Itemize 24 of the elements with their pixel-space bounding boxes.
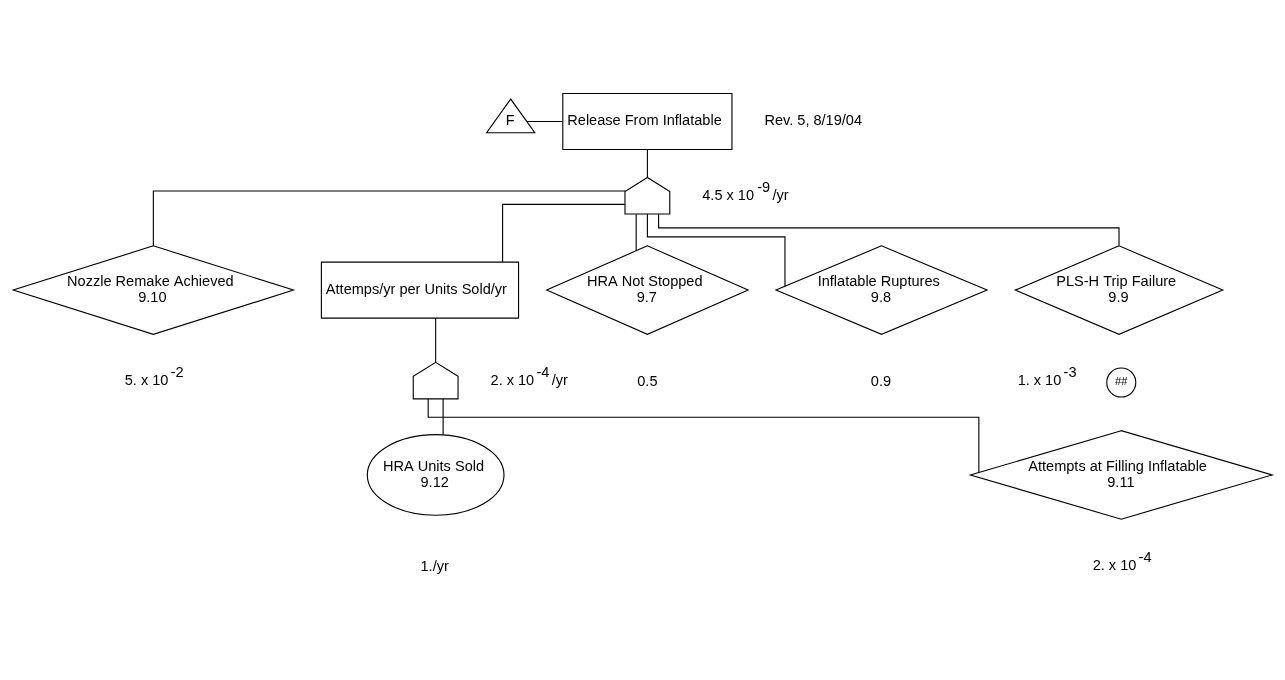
connector bbox=[502, 203, 626, 263]
node-diamond: PLS-H Trip Failure 9.9 bbox=[1013, 244, 1225, 335]
node-diamond: Attempts at Filling Inflatable 9.11 bbox=[968, 429, 1275, 520]
node-circle: ## bbox=[1106, 366, 1137, 398]
node-label: 1./yr bbox=[420, 557, 449, 574]
node-gate bbox=[624, 176, 671, 215]
node-diamond: HRA Not Stopped 9.7 bbox=[545, 244, 750, 335]
connector bbox=[427, 398, 980, 473]
node-diamond: Inflatable Ruptures 9.8 bbox=[774, 244, 989, 335]
node-ellipse: HRA Units Sold 9.12 bbox=[366, 433, 505, 516]
node-label: 0.5 bbox=[637, 372, 658, 389]
connector bbox=[646, 213, 786, 287]
connector bbox=[152, 189, 627, 246]
node-box: Release From Inflatable bbox=[562, 92, 733, 150]
connector bbox=[635, 213, 637, 251]
node-box: Attemps/yr per Units Sold/yr bbox=[320, 261, 520, 319]
connector bbox=[646, 148, 648, 178]
label: Rev. 5, 8/19/04 bbox=[764, 111, 863, 128]
connector bbox=[442, 397, 444, 435]
node-diamond: Nozzle Remake Achieved 9.10 bbox=[11, 244, 296, 335]
connector bbox=[435, 317, 437, 363]
node-label: 0.9 bbox=[870, 372, 892, 389]
node-gate bbox=[412, 361, 459, 399]
connector bbox=[526, 120, 564, 122]
